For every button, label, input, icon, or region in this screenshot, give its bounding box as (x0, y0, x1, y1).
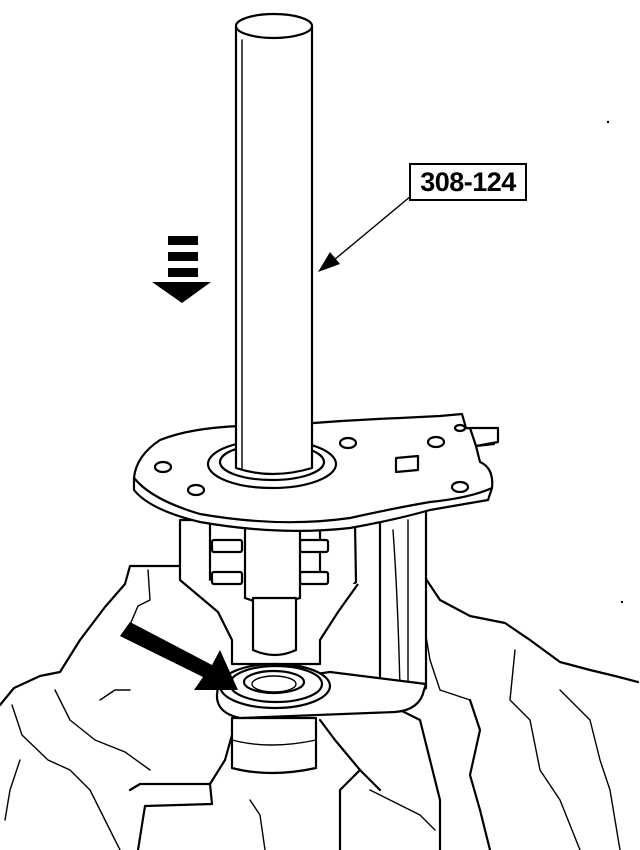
tool-number-text: 308-124 (420, 166, 516, 197)
top-plate (132, 412, 500, 532)
tool-number-label: 308-124 (409, 163, 527, 201)
shaft-seal (228, 664, 324, 704)
triple-bar-down-arrow-icon (152, 236, 211, 303)
installer-bracket (178, 496, 428, 702)
pointer-arrow-icon (120, 622, 238, 690)
callout-leader (318, 195, 412, 272)
shift-shaft (230, 716, 318, 775)
installer-tool-tube (234, 12, 314, 476)
transmission-case (0, 564, 640, 850)
scan-specks (606, 120, 624, 604)
